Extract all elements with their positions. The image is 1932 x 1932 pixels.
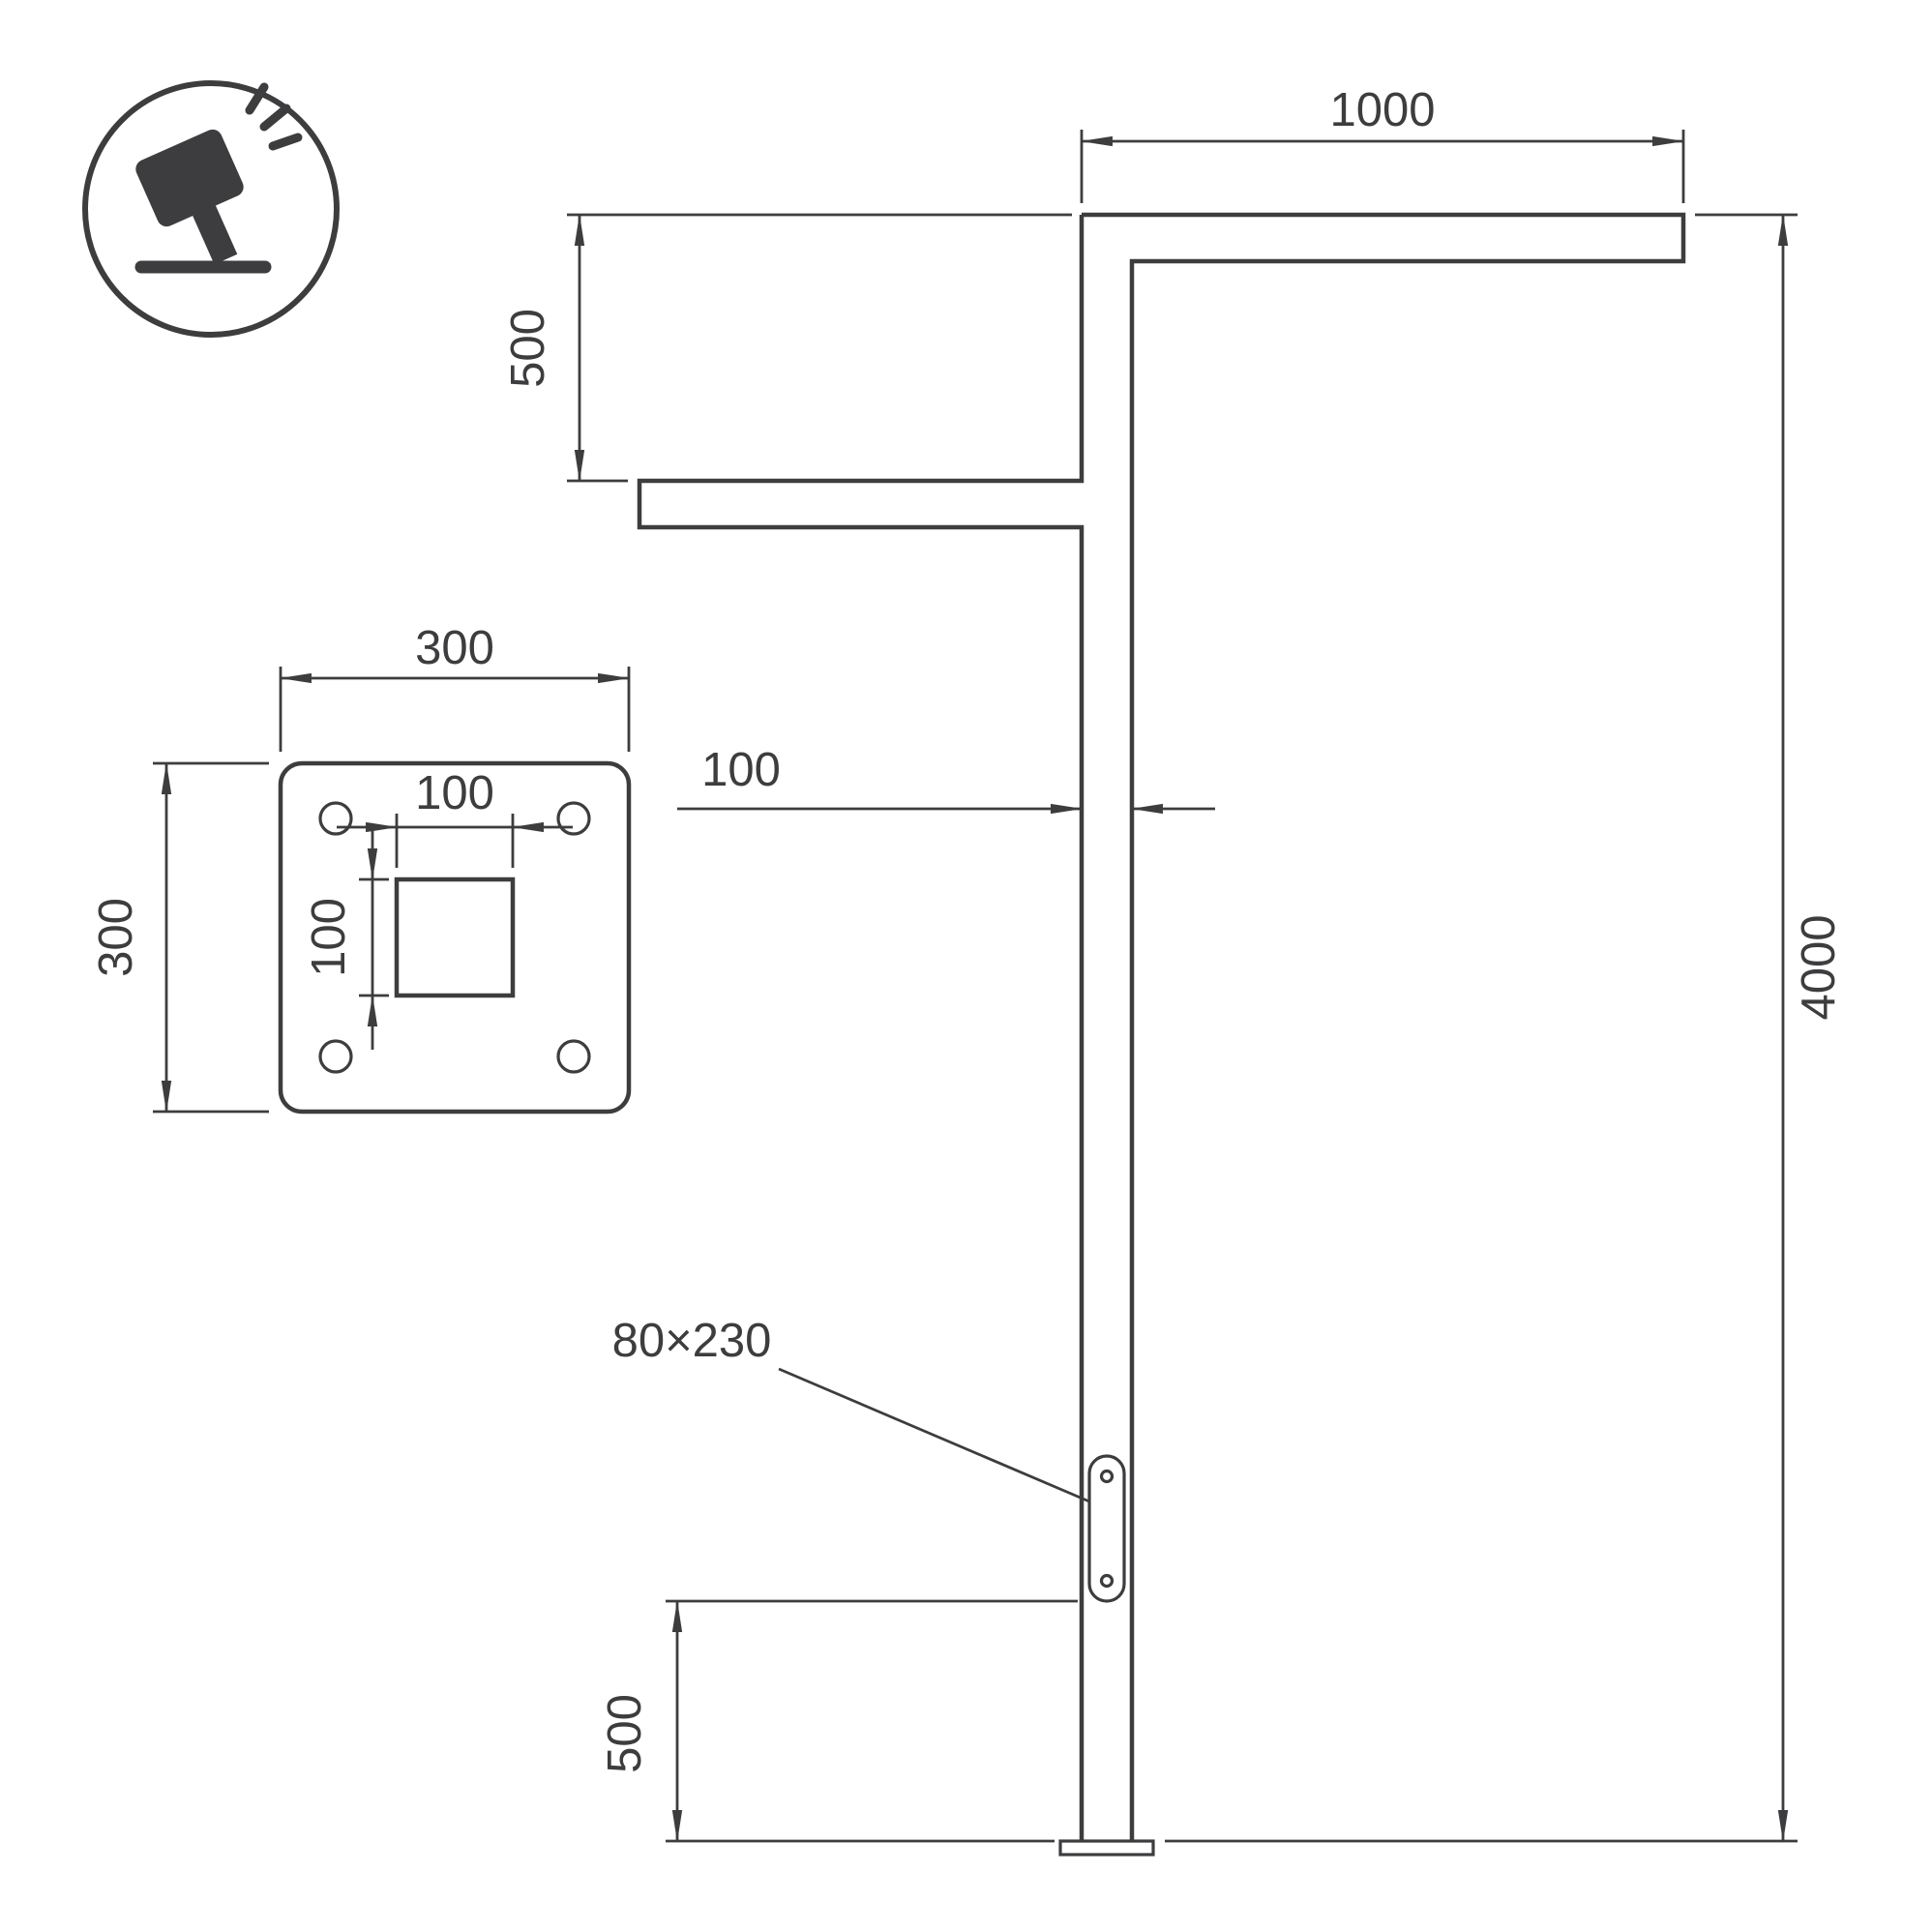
dim-pole-width: 100 [677,744,1215,815]
extension-lines [359,877,389,997]
dim-hatch-height: 500 [599,1599,1078,1843]
dim-pole-height: 4000 [1165,213,1845,1843]
hatch-size-label: 80×230 [612,1315,772,1367]
light-ray-icon [245,82,269,115]
pole-left-arm-outline [637,215,1085,1841]
pole-height-label: 4000 [1793,914,1845,1020]
extension-lines [1165,213,1798,1843]
floodlight-stem [191,202,238,265]
bolt-hole [318,1039,353,1074]
floodlight-body [135,129,244,265]
plate-height-label: 300 [90,898,142,977]
dim-opening-width: 100 [337,767,573,868]
dim-top-arm-length: 1000 [1080,84,1685,203]
bolt-hole [318,801,353,836]
dim-plate-height: 300 [90,761,269,1114]
arm-offset-label: 500 [502,309,554,388]
light-ray-icon [259,104,291,132]
callout-hatch-size: 80×230 [612,1315,1090,1503]
pole-elevation-view: 1000 500 100 4000 80×230 50 [502,84,1845,1857]
icon-circle-border [82,80,340,338]
extension-lines [395,814,515,868]
bolt-hole [556,1039,591,1074]
dim-plate-width: 300 [279,622,631,752]
hatch-height-label: 500 [599,1694,651,1773]
pole-top-arm-outline [1082,212,1686,1841]
hatch-outline [1087,1454,1126,1603]
extension-lines [666,1599,1078,1843]
leader-line [778,1367,1090,1503]
dim-arm-offset: 500 [502,213,1072,483]
flange-plate-outline [278,760,632,1115]
light-ray-icon [268,133,303,151]
base-plate-view: 300 300 100 100 [90,622,632,1115]
top-arm-length-label: 1000 [1329,84,1435,136]
opening-height-label: 100 [303,898,355,977]
hatch-screw [1099,1469,1115,1484]
floodlight-icon [82,80,340,338]
base-flange [1058,1839,1155,1857]
plate-width-label: 300 [415,622,494,674]
opening-width-label: 100 [415,767,494,819]
extension-lines [153,761,269,1114]
extension-lines [567,213,1072,483]
pole-width-label: 100 [701,744,781,796]
dim-opening-height: 100 [303,825,389,1050]
bolt-hole [556,801,591,836]
hatch-screw [1099,1573,1115,1589]
floodlight-housing [135,129,244,227]
service-hatch [1087,1454,1126,1603]
center-square-opening [394,877,516,998]
